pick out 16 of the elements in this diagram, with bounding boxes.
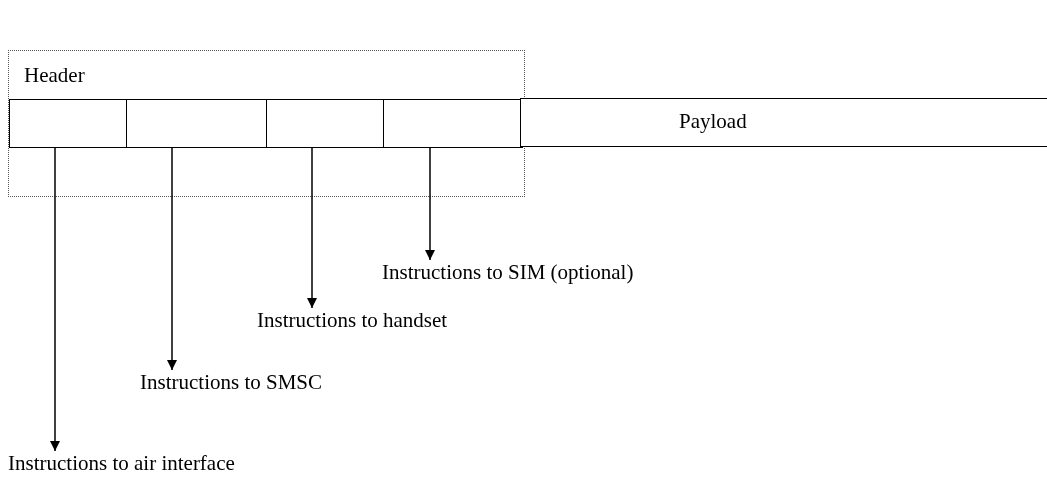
- instruction-label: Instructions to air interface: [8, 451, 235, 475]
- instruction-label: Instructions to handset: [257, 308, 448, 332]
- header-label: Header: [24, 63, 85, 87]
- header-region: [8, 50, 525, 197]
- arrow: [425, 146, 435, 261]
- header-field: [383, 99, 523, 148]
- arrow: [307, 146, 317, 309]
- header-field: [9, 99, 128, 148]
- header-field: [126, 99, 268, 148]
- instruction-label: Instructions to SIM (optional): [382, 260, 634, 284]
- instruction-label: Instructions to SMSC: [140, 370, 323, 394]
- payload-label: Payload: [679, 109, 747, 133]
- arrow: [167, 146, 177, 371]
- payload-field: [520, 98, 1047, 147]
- header-field: [266, 99, 385, 148]
- arrow: [50, 146, 60, 452]
